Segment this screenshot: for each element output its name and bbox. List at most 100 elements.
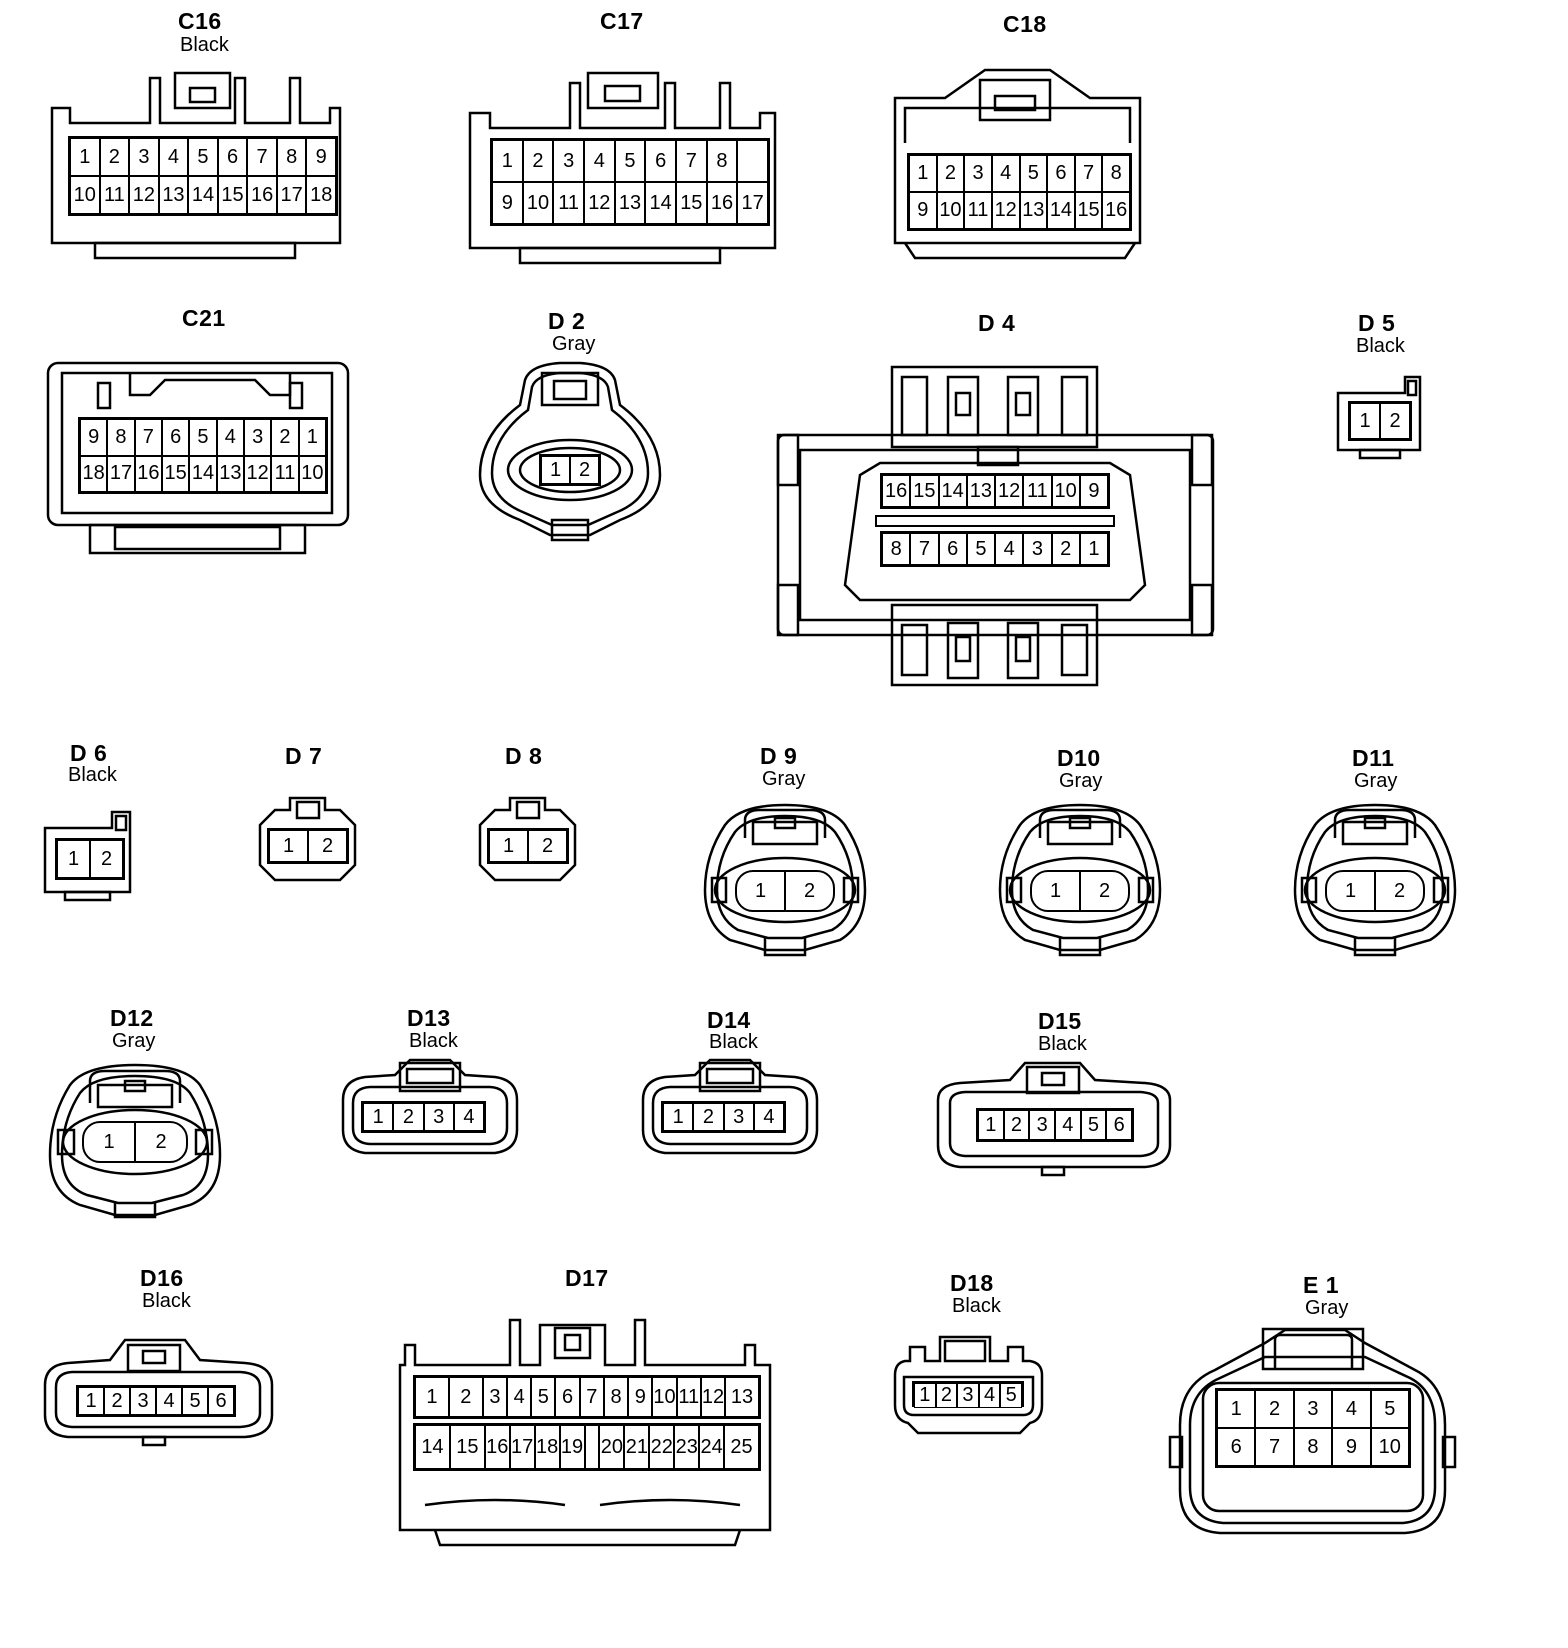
cavity-pair: 1 2 — [82, 1121, 188, 1163]
connector-housing — [43, 810, 132, 902]
cavity-grid: 1 2 — [267, 828, 349, 864]
cavity: 7 — [675, 140, 707, 182]
cavity-grid: 1 2 3 4 5 6 7 8 9 10 11 12 13 14 15 16 — [907, 153, 1132, 231]
cavity: 7 — [579, 1377, 604, 1417]
cavity: 10 — [1370, 1428, 1409, 1466]
cavity: 5 — [1000, 1383, 1022, 1408]
cavity: 5 — [1370, 1390, 1409, 1428]
cavity-blank — [737, 140, 768, 182]
cavity: 3 — [423, 1103, 454, 1131]
cavity: 1 — [737, 872, 786, 910]
cavity: 7 — [1074, 155, 1103, 192]
cavity: 2 — [393, 1103, 424, 1131]
cavity: 13 — [614, 182, 646, 224]
cavity: 1 — [909, 155, 937, 192]
connector-color: Black — [1356, 335, 1405, 357]
cavity: 3 — [964, 155, 992, 192]
connector-code: D10 — [1057, 745, 1101, 771]
connector-housing — [48, 1063, 222, 1219]
connector-color: Black — [709, 1031, 758, 1053]
cavity: 6 — [555, 1377, 580, 1417]
connector-e1: E 1 Gray 1 2 3 4 5 6 7 8 9 10 — [1165, 1265, 1465, 1565]
cavity: 2 — [155, 1131, 167, 1153]
connector-code: D13 — [407, 1005, 451, 1031]
cavity: 15 — [162, 455, 190, 492]
connector-color: Gray — [762, 768, 806, 790]
cavity-grid-lower: 8 7 6 5 4 3 2 1 — [880, 531, 1110, 567]
cavity: 8 — [1102, 155, 1130, 192]
connector-c17: C17 1 2 3 4 5 6 7 8 9 10 11 12 13 14 15 … — [460, 8, 780, 265]
connector-d6: D 6 Black 1 2 — [40, 740, 160, 902]
cavity: 10 — [936, 192, 965, 229]
cavity: 9 — [306, 138, 336, 176]
cavity: 4 — [995, 533, 1024, 565]
connector-color: Gray — [552, 333, 596, 355]
connector-housing — [478, 361, 662, 542]
connector-code: D 8 — [505, 743, 543, 769]
cavity: 18 — [80, 455, 108, 492]
cavity: 23 — [674, 1425, 700, 1469]
cavity: 11 — [1023, 475, 1052, 507]
cavity: 2 — [308, 830, 347, 862]
connector-housing — [43, 1338, 274, 1447]
cavity: 12 — [700, 1377, 726, 1417]
cavity: 2 — [936, 155, 965, 192]
cavity: 4 — [1332, 1390, 1371, 1428]
cavity: 1 — [541, 456, 570, 484]
connector-housing — [258, 796, 357, 882]
connector-code: D12 — [110, 1005, 154, 1031]
connector-housing — [703, 803, 867, 957]
connector-housing — [936, 1061, 1172, 1177]
cavity: 2 — [1098, 880, 1111, 902]
cavity: 9 — [909, 192, 937, 229]
cavity-grid: 1 2 3 4 — [661, 1101, 786, 1133]
cavity: 25 — [724, 1425, 759, 1469]
cavity: 5 — [1080, 1110, 1107, 1140]
connector-color: Black — [1038, 1033, 1087, 1055]
cavity: 6 — [208, 1387, 234, 1415]
connector-d8: D 8 1 2 — [465, 740, 595, 900]
cavity: 16 — [134, 455, 162, 492]
cavity: 17 — [107, 455, 135, 492]
connector-d12: D12 Gray 1 2 — [40, 1005, 230, 1245]
cavity: 1 — [1217, 1390, 1256, 1428]
cavity: 9 — [80, 419, 108, 456]
cavity: 15 — [449, 1425, 485, 1469]
cavity: 7 — [910, 533, 939, 565]
cavity-pair: 1 2 — [735, 870, 835, 912]
connector-color: Gray — [112, 1030, 156, 1052]
cavity: 9 — [492, 182, 523, 224]
cavity: 3 — [1023, 533, 1052, 565]
cavity-grid: 1 2 3 4 5 6 — [76, 1385, 236, 1417]
cavity-grid: 9 8 7 6 5 4 3 2 1 18 17 16 15 14 13 12 1… — [78, 417, 328, 494]
cavity-grid: 1 2 — [1348, 401, 1412, 441]
cavity: 4 — [158, 138, 189, 176]
cavity: 17 — [509, 1425, 535, 1469]
cavity: 4 — [507, 1377, 532, 1417]
cavity: 11 — [99, 176, 130, 214]
cavity: 8 — [706, 140, 738, 182]
cavity: 13 — [1019, 192, 1048, 229]
cavity: 19 — [559, 1425, 585, 1469]
cavity: 18 — [534, 1425, 560, 1469]
cavity-grid-upper: 1 2 3 4 5 6 7 8 9 10 11 12 13 — [413, 1375, 761, 1419]
connector-housing — [1168, 1327, 1457, 1535]
connector-code: D14 — [707, 1007, 751, 1033]
cavity: 8 — [1293, 1428, 1333, 1466]
cavity: 9 — [628, 1377, 653, 1417]
cavity: 5 — [531, 1377, 556, 1417]
cavity: 13 — [966, 475, 995, 507]
cavity: 13 — [216, 455, 244, 492]
cavity: 1 — [1327, 872, 1376, 910]
cavity: 1 — [298, 419, 326, 456]
cavity: 2 — [528, 830, 567, 862]
cavity: 4 — [991, 155, 1020, 192]
cavity: 8 — [107, 419, 135, 456]
cavity-grid-lower: 14 15 16 17 18 19 20 21 22 23 24 25 — [413, 1423, 761, 1471]
cavity: 9 — [1079, 475, 1108, 507]
cavity: 5 — [182, 1387, 208, 1415]
connector-code: C21 — [182, 305, 226, 331]
cavity: 1 — [978, 1110, 1004, 1140]
cavity: 1 — [57, 840, 90, 878]
cavity: 6 — [217, 138, 248, 176]
